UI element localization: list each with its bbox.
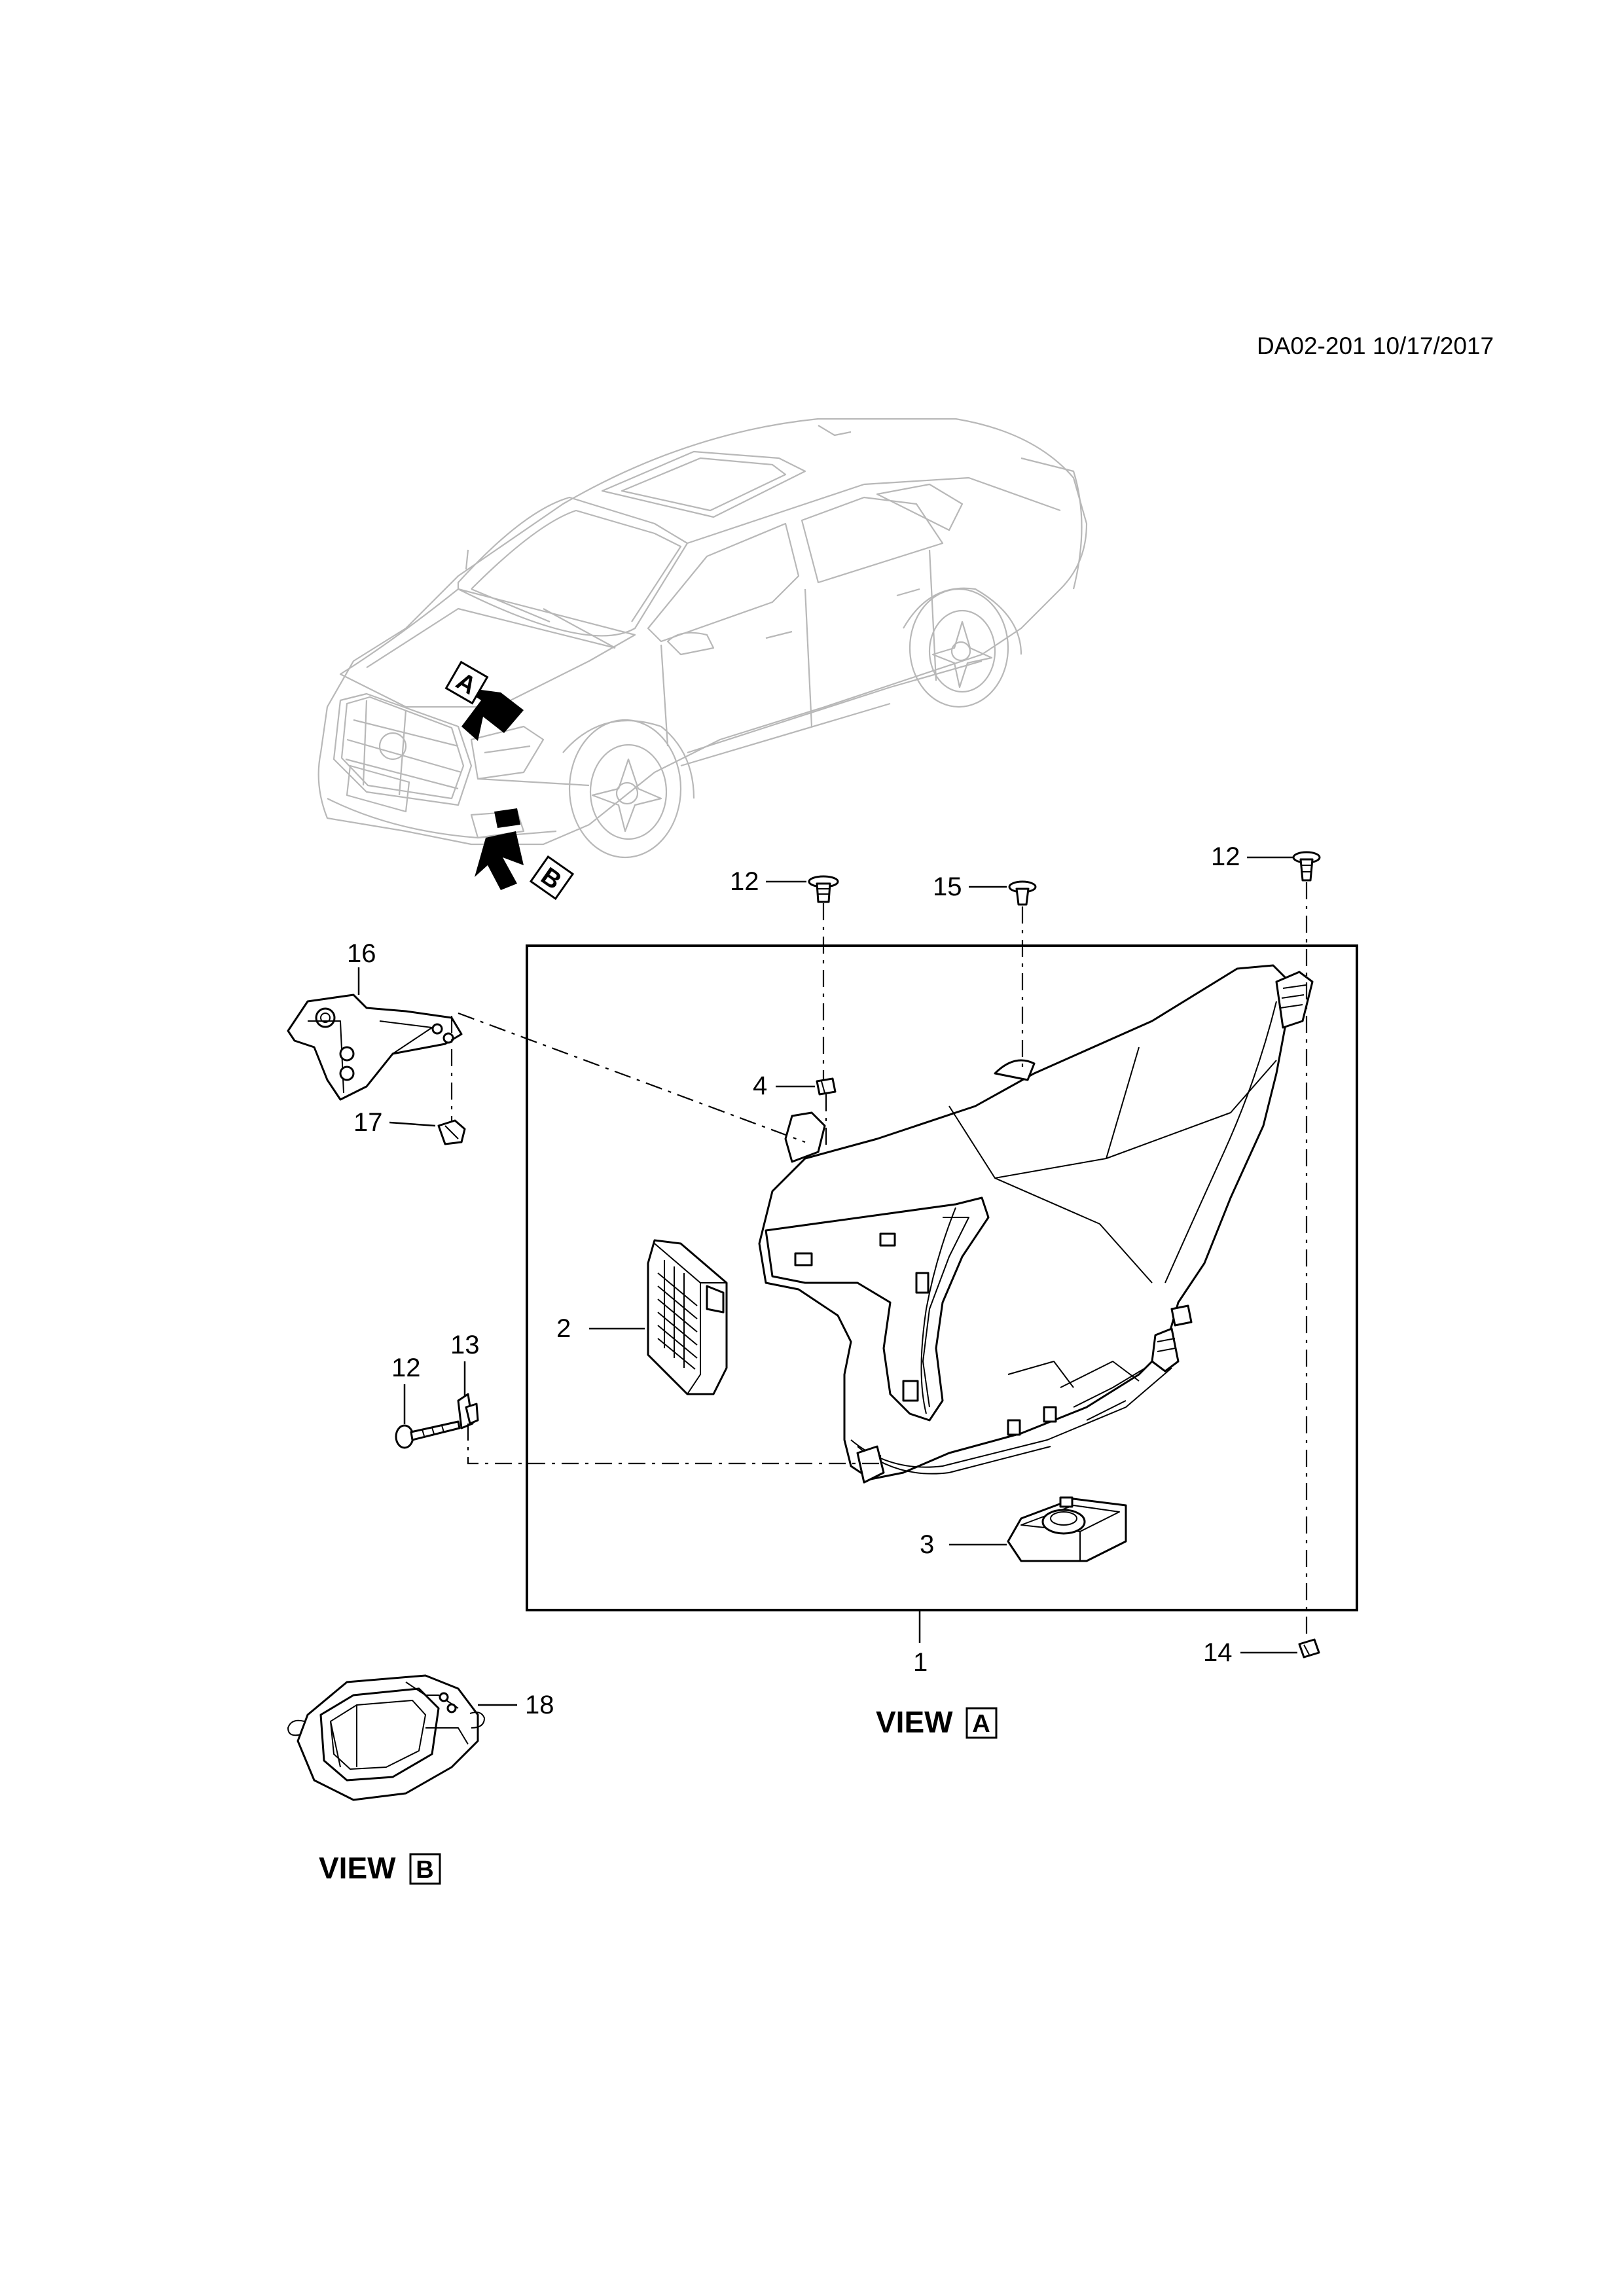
- callout-1: 1: [913, 1648, 928, 1677]
- leader-lines: [357, 856, 1297, 1706]
- callout-13: 13: [450, 1331, 480, 1359]
- view-a-text: VIEW: [876, 1705, 953, 1739]
- view-a-letter: A: [972, 1710, 990, 1738]
- clip-17: [437, 1119, 466, 1145]
- view-b-text: VIEW: [319, 1851, 396, 1885]
- view-a-arrow: A: [444, 660, 524, 741]
- ballast-3: [1007, 1496, 1127, 1562]
- bolt-12-left: [395, 1420, 461, 1449]
- view-b-arrow: B: [475, 831, 575, 901]
- control-module-2: [647, 1239, 728, 1395]
- vehicle-illustration: A B: [317, 418, 1088, 901]
- callout-2: 2: [556, 1314, 571, 1343]
- view-a-label: VIEW A: [876, 1705, 998, 1739]
- nut-4: [816, 1077, 837, 1096]
- document-code: DA02-201 10/17/2017: [1257, 332, 1494, 359]
- view-b-label: VIEW B: [319, 1851, 441, 1885]
- bolt-12-top-right: [1292, 851, 1321, 882]
- bracket-13: [457, 1393, 479, 1429]
- callout-17: 17: [353, 1108, 383, 1137]
- bracket-16: [287, 994, 463, 1101]
- callout-18: 18: [525, 1691, 554, 1719]
- headlamp-assembly: [758, 964, 1314, 1484]
- callout-15: 15: [933, 872, 962, 901]
- callout-12-top-right: 12: [1211, 842, 1240, 871]
- view-b-letter: B: [416, 1856, 433, 1884]
- bolt-12-top-center: [808, 875, 839, 903]
- callouts: 12 15 12 16 17 4 2 13 12 3 1 14 18: [347, 842, 1240, 1719]
- callout-4: 4: [753, 1071, 767, 1100]
- view-a-frame: [526, 944, 1358, 1611]
- screw-15: [1008, 880, 1037, 906]
- callout-12-top-left: 12: [730, 867, 759, 896]
- callout-12-left: 12: [391, 1354, 421, 1382]
- callout-14: 14: [1203, 1638, 1233, 1667]
- assembly-lines: [450, 882, 1308, 1640]
- fog-lamp-bezel-18: [287, 1674, 485, 1801]
- callout-3: 3: [920, 1530, 934, 1559]
- callout-16: 16: [347, 939, 376, 968]
- nut-14: [1298, 1638, 1320, 1659]
